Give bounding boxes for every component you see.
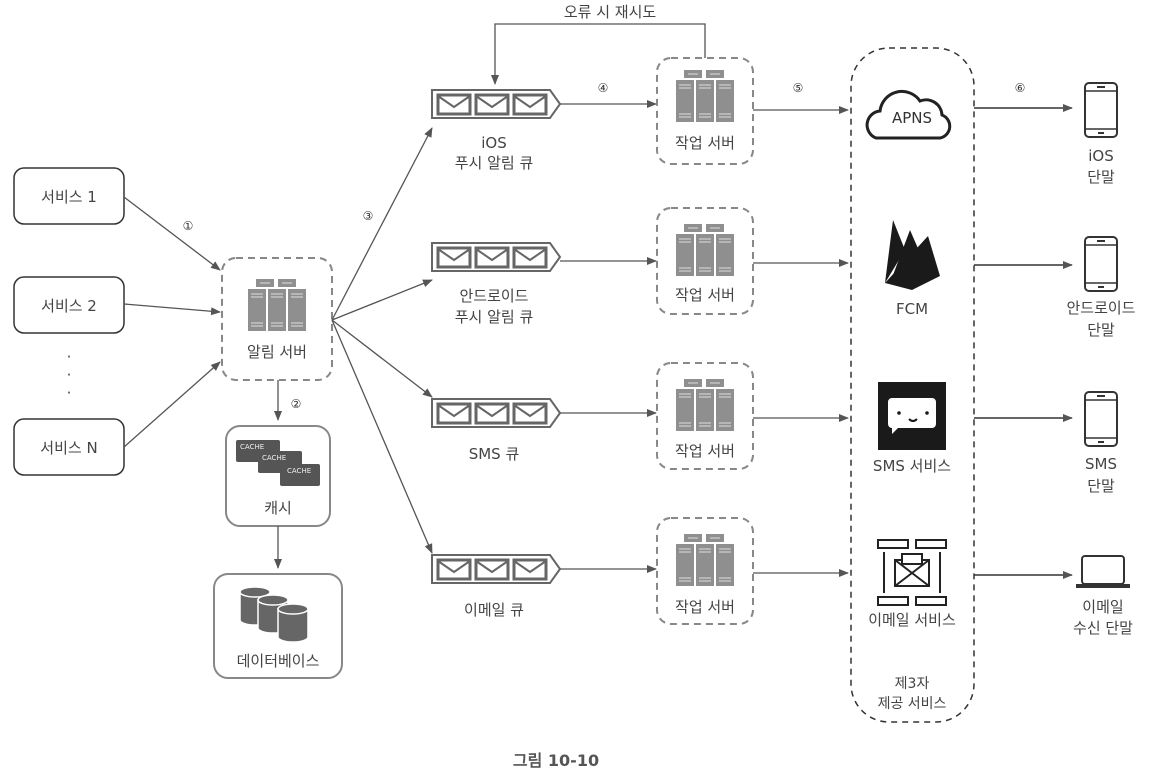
arrow-servicen-to-server xyxy=(123,361,221,448)
worker-label: 작업 서버 xyxy=(675,134,735,152)
provider-apns: APNS xyxy=(865,90,952,140)
device-android: 안드로이드 단말 xyxy=(1066,236,1136,339)
svg-text:·: · xyxy=(67,384,72,402)
queue-android: 안드로이드 푸시 알림 큐 xyxy=(430,241,562,326)
phone-icon xyxy=(1084,236,1118,292)
database-label: 데이터베이스 xyxy=(237,652,320,670)
provider-fcm: FCM xyxy=(885,220,940,318)
retry-label: 오류 시 재시도 xyxy=(564,3,657,21)
service-1-label: 서비스 1 xyxy=(41,188,97,206)
step-6-label: ⑥ xyxy=(1015,81,1026,95)
fcm-label: FCM xyxy=(896,300,928,318)
arrow-server-to-email-queue xyxy=(331,319,433,554)
worker-server-sms: 작업 서버 xyxy=(656,362,754,470)
step-4-label: ④ xyxy=(598,81,609,95)
email-service-label: 이메일 서비스 xyxy=(868,611,956,629)
retry-arrow xyxy=(491,23,706,85)
device-email-label-1: 이메일 xyxy=(1082,598,1123,616)
cache-label: 캐시 xyxy=(264,499,292,517)
worker-server-email: 작업 서버 xyxy=(656,517,754,625)
database-box: 데이터베이스 xyxy=(213,573,343,679)
queue-email: 이메일 큐 xyxy=(430,553,562,619)
service-box-n: 서비스 N xyxy=(13,418,125,476)
queue-sms-label: SMS 큐 xyxy=(469,445,520,463)
cache-box: CACHE CACHE CACHE 캐시 xyxy=(225,425,331,527)
step-1-label: ① xyxy=(183,219,194,233)
device-email-label-2: 수신 단말 xyxy=(1073,619,1133,637)
arrow-server-to-android-queue xyxy=(331,279,433,321)
message-queue-icon xyxy=(430,241,562,273)
device-sms-label-2: 단말 xyxy=(1087,477,1115,495)
worker-label: 작업 서버 xyxy=(675,598,735,616)
provider-sms: SMS 서비스 xyxy=(873,382,951,475)
notification-server: 알림 서버 xyxy=(221,257,333,381)
apns-label: APNS xyxy=(892,109,932,127)
queue-android-label-2: 푸시 알림 큐 xyxy=(455,308,534,326)
arrow-server-to-sms-queue xyxy=(331,319,433,398)
phone-icon xyxy=(1084,82,1118,138)
device-android-label-2: 단말 xyxy=(1087,321,1115,339)
queue-email-label: 이메일 큐 xyxy=(464,601,524,619)
sms-service-label: SMS 서비스 xyxy=(873,457,951,475)
device-email: 이메일 수신 단말 xyxy=(1073,555,1133,637)
device-sms: SMS 단말 xyxy=(1084,391,1118,495)
svg-text:·: · xyxy=(67,348,72,366)
service-box-2: 서비스 2 xyxy=(13,276,125,334)
worker-label: 작업 서버 xyxy=(675,442,735,460)
arrow-service1-to-server xyxy=(123,196,221,271)
service-n-label: 서비스 N xyxy=(40,439,97,457)
queue-sms: SMS 큐 xyxy=(430,397,562,463)
third-party-title-2: 제공 서비스 xyxy=(878,696,947,712)
svg-text:CACHE: CACHE xyxy=(262,454,286,462)
service-box-1: 서비스 1 xyxy=(13,167,125,225)
third-party-title-1: 제3자 xyxy=(895,676,930,692)
worker-label: 작업 서버 xyxy=(675,286,735,304)
service-ellipsis: · · · xyxy=(67,348,72,402)
message-queue-icon xyxy=(430,88,562,120)
cache-icon: CACHE CACHE CACHE xyxy=(236,440,320,486)
device-sms-label-1: SMS xyxy=(1085,455,1117,473)
queue-ios-label-1: iOS xyxy=(481,134,507,152)
queue-ios-label-2: 푸시 알림 큐 xyxy=(455,154,534,172)
svg-text:·: · xyxy=(67,366,72,384)
worker-server-android: 작업 서버 xyxy=(656,207,754,315)
step-2-label: ② xyxy=(291,397,302,411)
queue-android-label-1: 안드로이드 xyxy=(459,287,528,305)
arrow-server-to-ios-queue xyxy=(331,127,433,321)
email-server-icon xyxy=(877,539,947,606)
figure-caption: 그림 10-10 xyxy=(513,751,599,770)
worker-server-ios: 작업 서버 xyxy=(656,57,754,165)
arrow-service2-to-server xyxy=(123,303,221,316)
device-ios-label-1: iOS xyxy=(1088,147,1114,165)
message-queue-icon xyxy=(430,553,562,585)
laptop-icon xyxy=(1076,555,1130,588)
notification-server-label: 알림 서버 xyxy=(247,343,307,361)
cloud-icon xyxy=(865,90,952,140)
device-ios: iOS 단말 xyxy=(1084,82,1118,186)
svg-text:CACHE: CACHE xyxy=(240,443,264,451)
service-2-label: 서비스 2 xyxy=(41,297,97,315)
step-3-label: ③ xyxy=(363,209,374,223)
step-5-label: ⑤ xyxy=(793,81,804,95)
svg-text:CACHE: CACHE xyxy=(287,467,311,475)
database-icon xyxy=(239,586,309,643)
queue-ios: iOS 푸시 알림 큐 xyxy=(430,88,562,172)
third-party-services: APNS FCM SMS 서비스 xyxy=(850,47,975,723)
firebase-icon xyxy=(885,220,940,290)
device-android-label-1: 안드로이드 xyxy=(1066,299,1135,317)
message-queue-icon xyxy=(430,397,562,429)
provider-email: 이메일 서비스 xyxy=(868,539,956,629)
device-ios-label-2: 단말 xyxy=(1087,168,1115,186)
phone-icon xyxy=(1084,391,1118,447)
